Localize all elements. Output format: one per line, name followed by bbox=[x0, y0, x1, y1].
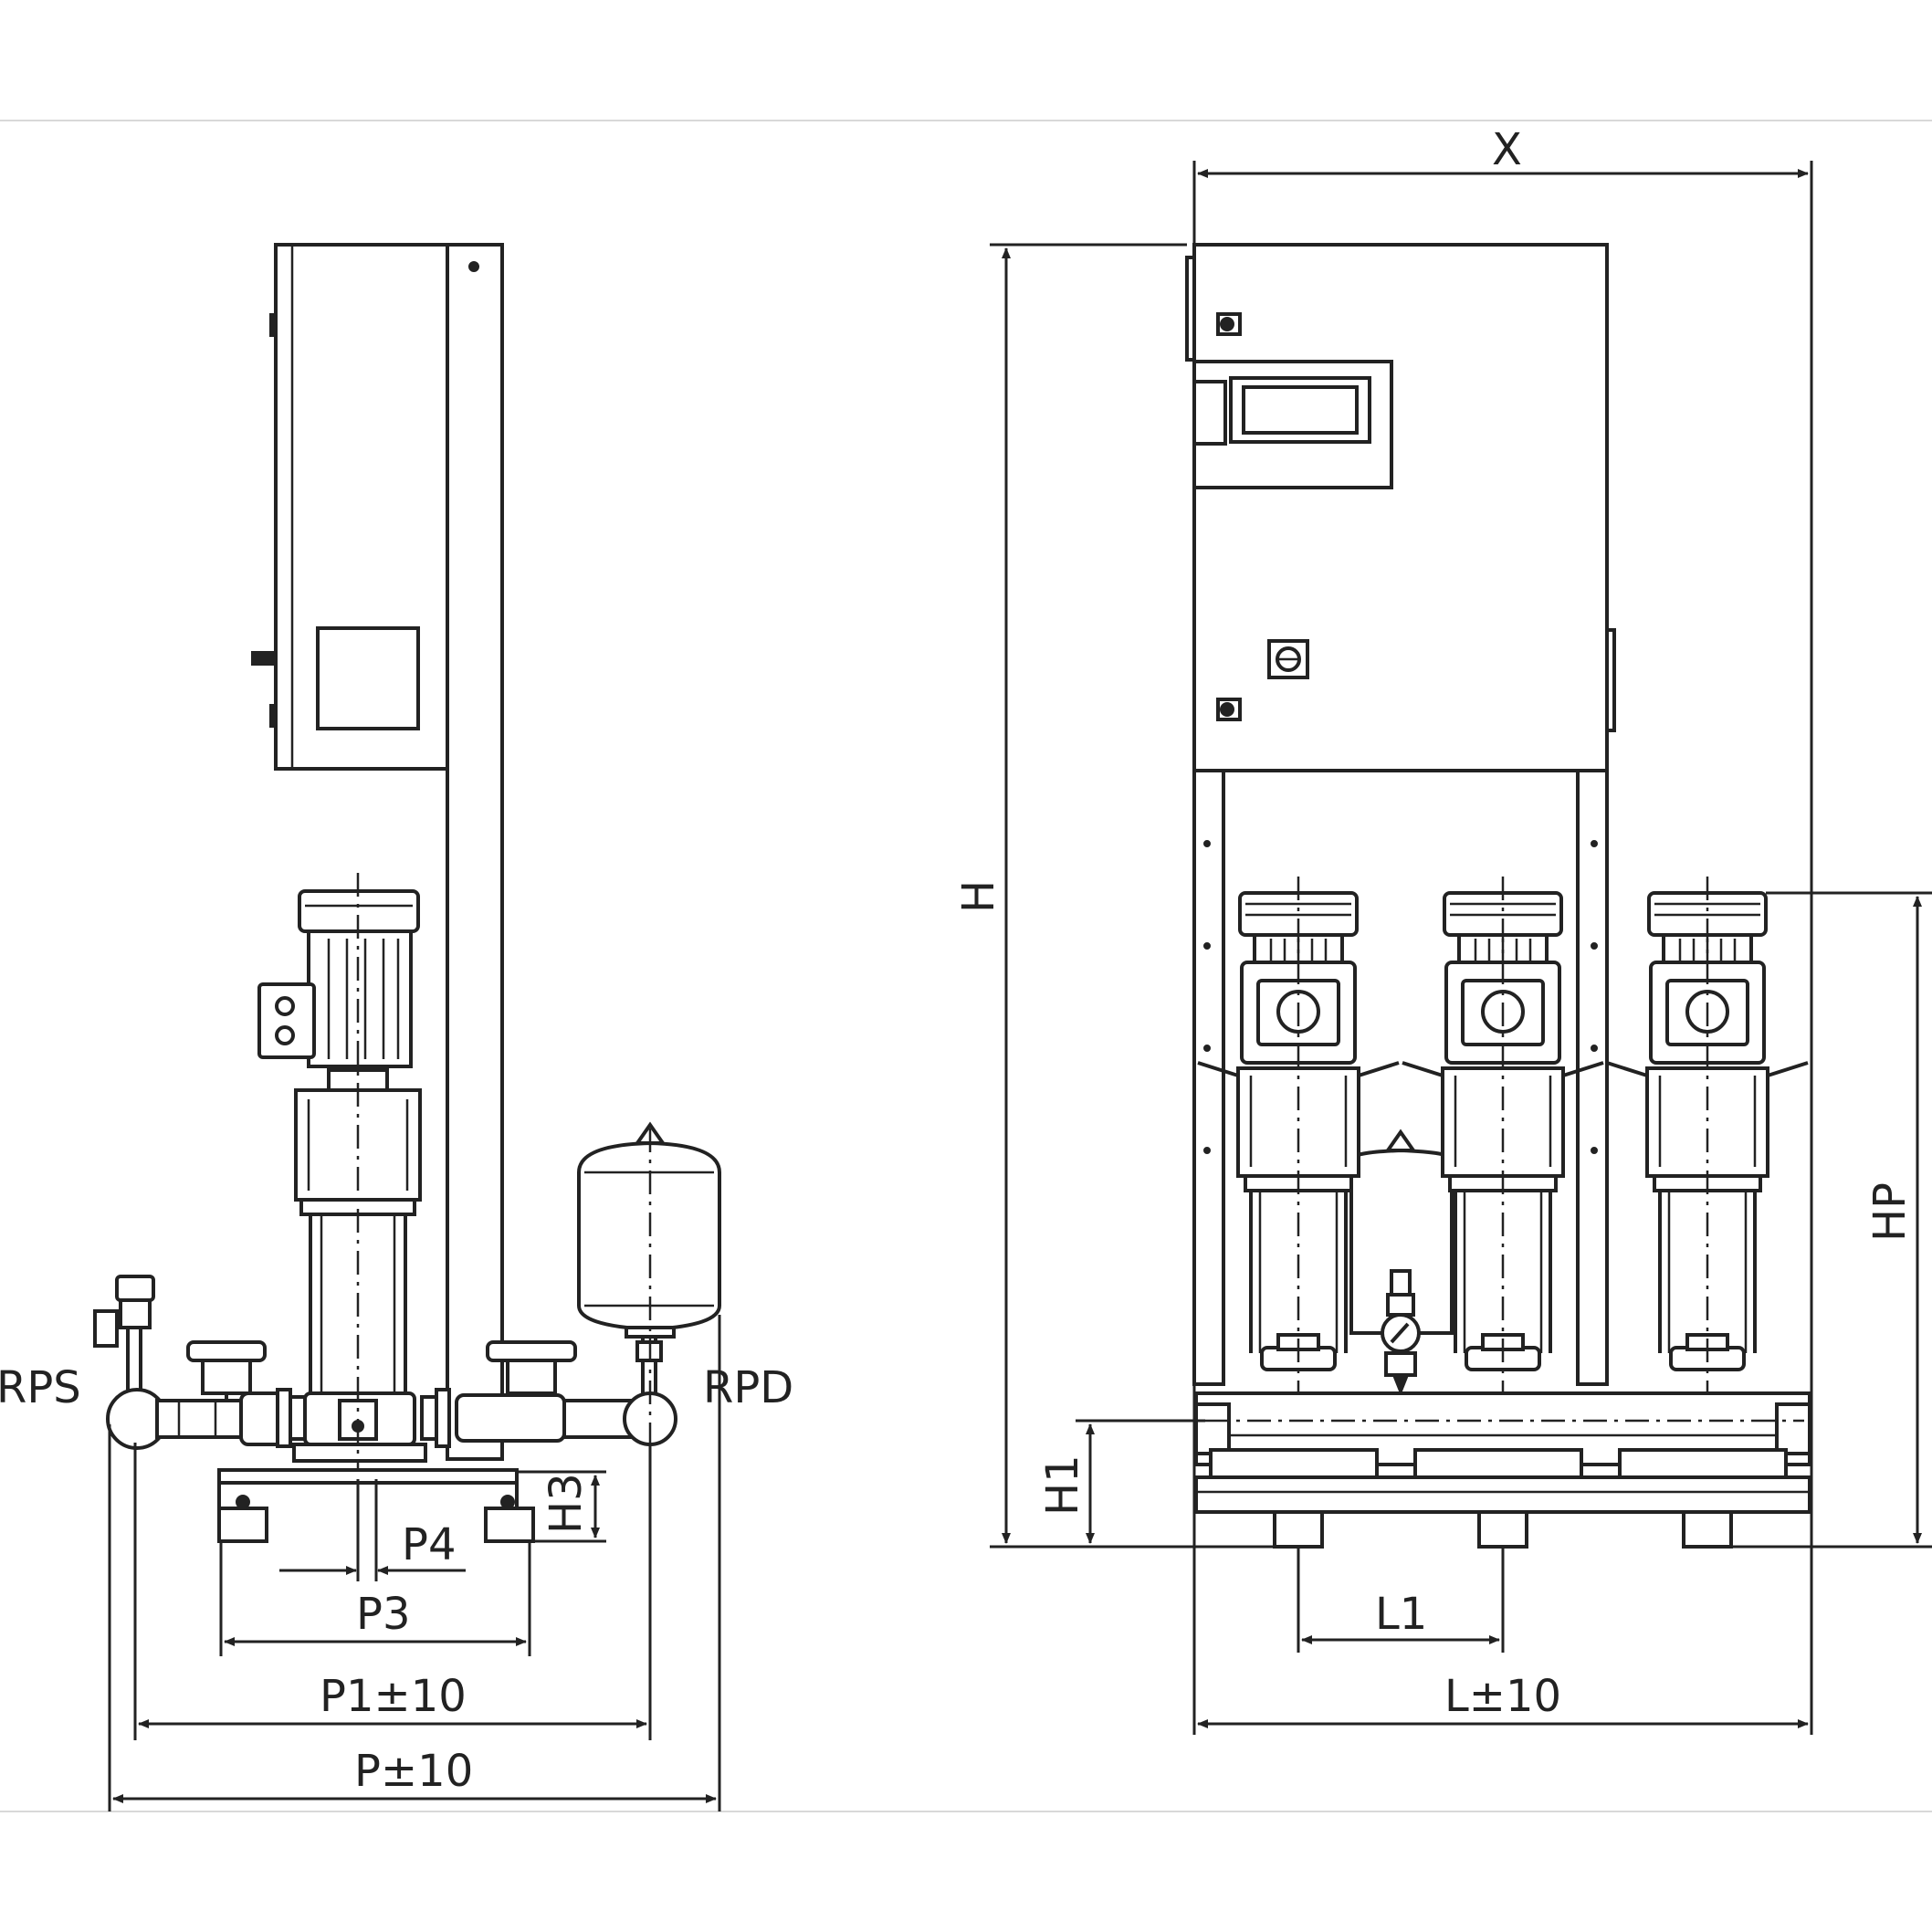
x-label: X bbox=[1492, 124, 1522, 175]
base-frame bbox=[217, 1468, 519, 1485]
front-control-cabinet bbox=[1192, 243, 1609, 772]
pump-3 bbox=[1605, 875, 1810, 1443]
rpd-label: RPD bbox=[703, 1362, 793, 1413]
control-cabinet bbox=[274, 243, 449, 771]
l1-label: L1 bbox=[1375, 1589, 1427, 1640]
h-label: H bbox=[953, 880, 1004, 913]
p4-label: P4 bbox=[402, 1519, 456, 1570]
l-label: L±10 bbox=[1444, 1671, 1561, 1722]
frame-column bbox=[446, 243, 504, 1461]
hp-label: HP bbox=[1864, 1182, 1916, 1242]
h1-label: H1 bbox=[1037, 1454, 1088, 1516]
h3-label: H3 bbox=[541, 1473, 592, 1534]
front-view: X H H1 HP L1 L±10 bbox=[953, 124, 1932, 1735]
p-label: P±10 bbox=[354, 1746, 473, 1797]
p1-label: P1±10 bbox=[320, 1671, 467, 1722]
rps-label: RPS bbox=[0, 1362, 81, 1413]
p3-label: P3 bbox=[356, 1589, 410, 1640]
side-view: RPS RPD H3 P4 P3 P1±10 P±10 bbox=[0, 243, 793, 1811]
